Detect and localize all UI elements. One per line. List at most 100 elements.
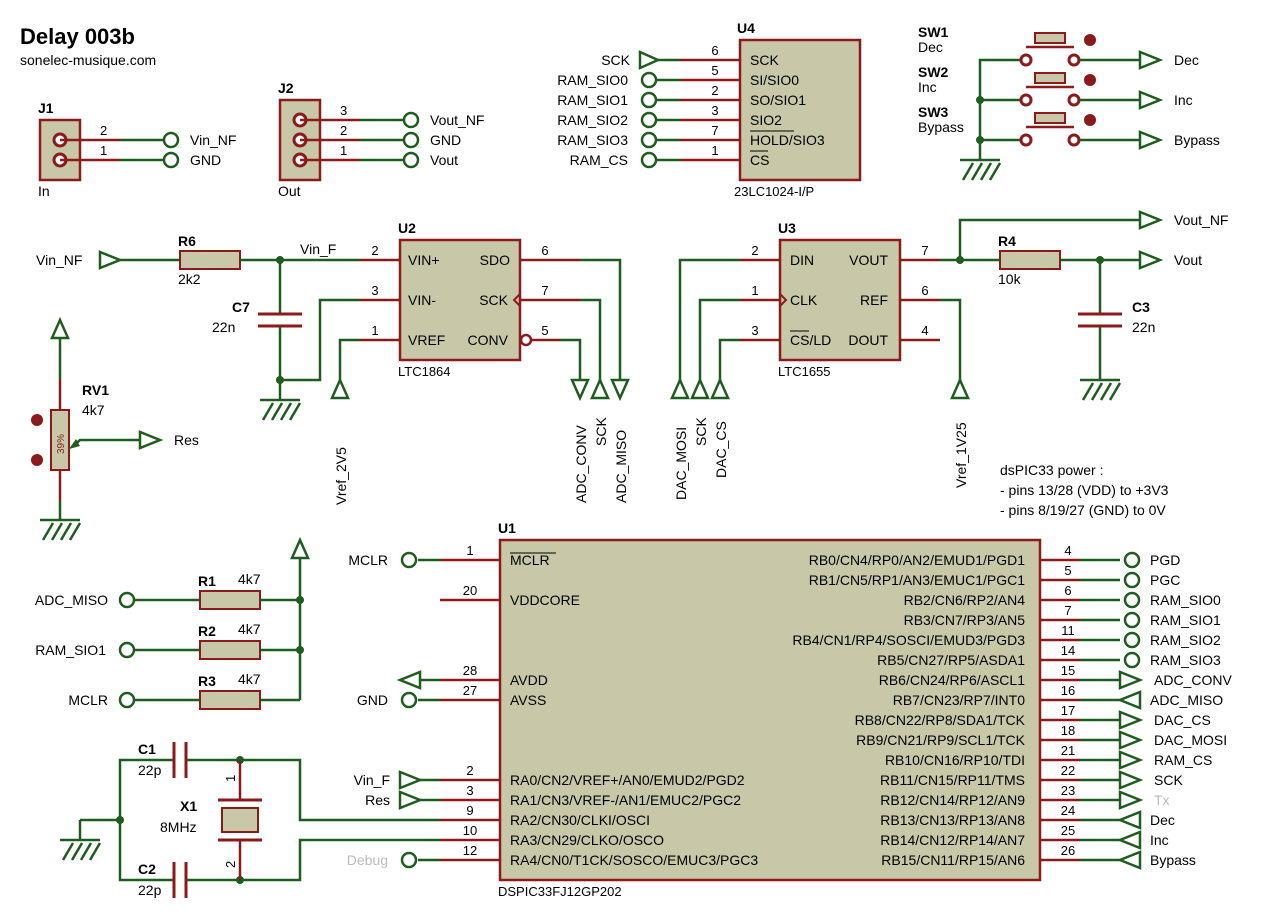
c3-value: 22n: [1132, 319, 1155, 335]
u4-pin-num: 1: [711, 143, 718, 158]
u1-right-net: PGC: [1150, 572, 1180, 588]
r1-net: ADC_MISO: [35, 592, 108, 608]
dac-sck-net: SCK: [693, 417, 709, 446]
u1-right-net: RAM_SIO2: [1150, 632, 1221, 648]
u2-pin-name: SCK: [479, 292, 508, 308]
u1-right-net: DAC_MOSI: [1154, 732, 1227, 748]
u1-right-output-port: [1118, 770, 1144, 790]
r6-body: [179, 250, 241, 270]
rv1-percent: 39%: [56, 434, 67, 454]
sw3-ref: SW3: [918, 104, 949, 120]
r3-value: 4k7: [238, 671, 261, 687]
power-note: dsPIC33 power : - pins 13/28 (VDD) to +3…: [1000, 462, 1169, 518]
u4-pin-name: SI/SIO0: [750, 72, 799, 88]
vin-nf-terminal: [162, 131, 180, 149]
u3-pin-name-csld: CS/LD: [790, 332, 831, 348]
u1-left-pin-number: 20: [463, 583, 477, 598]
sw2-name: Inc: [918, 79, 937, 95]
u4-net-sio3: RAM_SIO3: [557, 132, 628, 148]
u1-body: [498, 538, 1042, 882]
u1-right-pin-number: 25: [1061, 823, 1075, 838]
r3-ref: R3: [198, 673, 216, 689]
u1-right-pin-name: RB14/CN12/RP14/AN7: [880, 832, 1025, 848]
u1-right-output-port: [1118, 730, 1144, 750]
sw1-net: Dec: [1174, 52, 1199, 68]
u4-pin-num: 6: [711, 43, 718, 58]
u4-net-sio1: RAM_SIO1: [557, 92, 628, 108]
u1-right-pin-name: RB13/CN13/RP13/AN8: [880, 812, 1025, 828]
note-line-3: - pins 8/19/27 (GND) to 0V: [1000, 502, 1166, 518]
j1-body: [38, 118, 82, 182]
u1-right-pin-name: RB3/CN7/RP3/AN5: [904, 612, 1026, 628]
u1-left-pin-number: 3: [466, 783, 473, 798]
u3-pin-name: CLK: [790, 292, 818, 308]
u1-left-terminal: [400, 851, 418, 869]
u1-left-pin-number: 27: [463, 683, 477, 698]
u1-right-output-port: [1118, 670, 1144, 690]
u2-pin-num: 7: [541, 283, 548, 298]
schematic-title: Delay 003b: [20, 24, 135, 49]
u1-right-terminal: [1123, 591, 1141, 609]
u1-left-pin-number: 28: [463, 663, 477, 678]
u4-part: 23LC1024-I/P: [734, 184, 814, 199]
u1-right-net: SCK: [1154, 772, 1183, 788]
c1-value: 22p: [138, 762, 162, 778]
u1-right-net: DAC_CS: [1154, 712, 1211, 728]
j1-pin2-number: 2: [100, 123, 107, 138]
u4-pin-name: SO/SIO1: [750, 92, 806, 108]
u1-right-output-port: [1118, 710, 1144, 730]
u1-left-net: GND: [357, 692, 388, 708]
u1-right-input-port: [1116, 690, 1142, 710]
x1-pin2-number: 2: [223, 861, 238, 868]
sck-input-port: [638, 50, 662, 70]
u4-net-sck: SCK: [601, 52, 630, 68]
u1-left-input-port: [398, 770, 424, 790]
u2-pin-num: 2: [371, 243, 378, 258]
u1-right-pin-number: 18: [1061, 723, 1075, 738]
note-line-2: - pins 13/28 (VDD) to +3V3: [1000, 482, 1169, 498]
u1-left-pin-name: RA3/CN29/CLKO/OSCO: [510, 832, 664, 848]
u2-pin-num: 3: [371, 283, 378, 298]
r2-value: 4k7: [238, 621, 261, 637]
ic-u1: U1 DSPIC33FJ12GP202 1MCLR20VDDCORE28AVDD…: [347, 520, 1233, 899]
crystal-oscillator: C1 22p C2 22p X1 8MHz 1 2: [60, 741, 440, 898]
u1-left-pin-number: 1: [466, 543, 473, 558]
u1-right-pin-number: 21: [1061, 743, 1075, 758]
u1-right-output-port: [1118, 790, 1144, 810]
adc-sck-net: SCK: [593, 417, 609, 446]
pullup-resistors: ADC_MISO RAM_SIO1 MCLR R1 4k7 R2 4k7 R3 …: [35, 536, 310, 710]
u1-right-pin-number: 24: [1061, 803, 1075, 818]
u1-left-net: Vin_F: [354, 772, 390, 788]
res-net: Res: [174, 432, 199, 448]
u1-right-input-port: [1116, 850, 1142, 870]
u1-right-pin-number: 22: [1061, 763, 1075, 778]
x1-body: [221, 807, 259, 833]
u1-right-pin-number: 6: [1064, 583, 1071, 598]
u1-right-net: RAM_CS: [1154, 752, 1212, 768]
rv1-ref: RV1: [82, 382, 109, 398]
u1-right-pin-number: 16: [1061, 683, 1075, 698]
u1-left-net: Res: [365, 792, 390, 808]
vref-2v5-net: Vref_2V5: [333, 447, 349, 505]
j2-name: Out: [278, 183, 301, 199]
u1-right-pin-name: RB9/CN21/RP9/SCL1/TCK: [856, 732, 1026, 748]
u1-left-terminal: [400, 691, 418, 709]
u1-right-net: Dec: [1150, 812, 1175, 828]
switch-block: SW1 Dec SW2 Inc SW3 Bypass Dec In: [918, 24, 1220, 181]
u2-pin-name: VIN-: [408, 292, 436, 308]
sw1-ref: SW1: [918, 24, 949, 40]
j1-net-vin-nf: Vin_NF: [190, 132, 236, 148]
j1-name: In: [38, 183, 50, 199]
r2-net: RAM_SIO1: [35, 642, 106, 658]
u1-right-terminal: [1123, 631, 1141, 649]
potentiometer-rv1: RV1 4k7 39% Res: [31, 316, 199, 541]
u4-pin-num: 7: [711, 123, 718, 138]
u1-right-pin-name: RB15/CN11/RP15/AN6: [881, 852, 1025, 868]
u1-left-pin-name: RA2/CN30/CLKI/OSCI: [510, 812, 650, 828]
r4-body: [999, 250, 1061, 270]
sw3-name: Bypass: [918, 119, 964, 135]
j2-net-vout-nf: Vout_NF: [430, 112, 484, 128]
u2-pin-name: CONV: [468, 332, 509, 348]
r1-ref: R1: [198, 573, 216, 589]
